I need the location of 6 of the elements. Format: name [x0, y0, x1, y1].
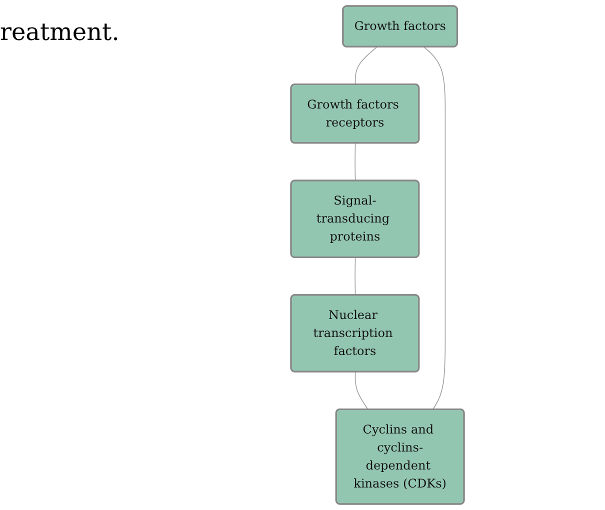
connector	[354, 372, 368, 410]
connector	[354, 142, 356, 182]
connector	[424, 46, 446, 410]
connector	[354, 257, 356, 296]
note-text: reatment.	[0, 18, 120, 46]
connector	[354, 46, 378, 85]
